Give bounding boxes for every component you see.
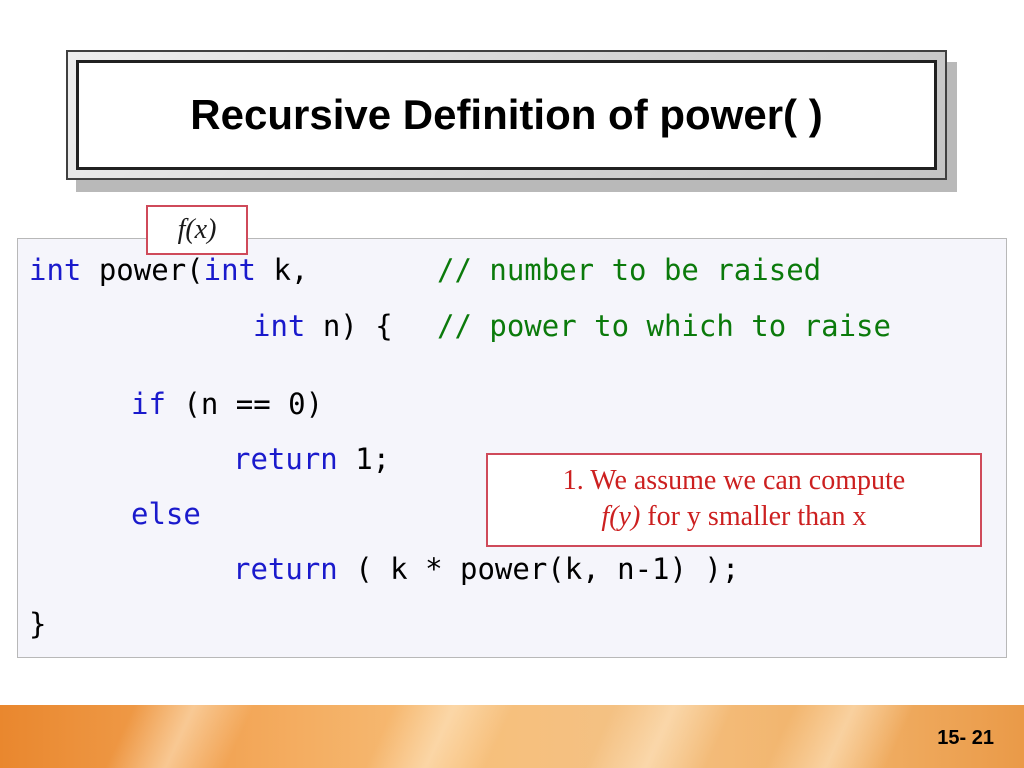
keyword: int bbox=[253, 309, 306, 343]
code-text: k, bbox=[256, 253, 309, 287]
title-inner: Recursive Definition of power( ) bbox=[76, 60, 937, 170]
code-text: ( k * power(k, n-1) ); bbox=[337, 552, 740, 586]
banner-streak bbox=[365, 705, 515, 768]
code-panel: int power(int k, // number to be raised … bbox=[17, 238, 1007, 658]
note-line-1: 1. We assume we can compute bbox=[562, 465, 906, 496]
keyword: int bbox=[29, 253, 82, 287]
banner-streak bbox=[585, 705, 735, 768]
slide-title: Recursive Definition of power( ) bbox=[190, 91, 823, 138]
keyword: return bbox=[233, 442, 338, 476]
note-rest: for y smaller than x bbox=[640, 501, 867, 532]
title-frame: Recursive Definition of power( ) bbox=[66, 50, 947, 180]
code-line-1: int power(int k, bbox=[29, 253, 308, 287]
fx-label: f(x) bbox=[146, 205, 248, 255]
banner-streak bbox=[105, 705, 255, 768]
code-line-4: return 1; bbox=[233, 442, 390, 476]
code-text: power( bbox=[81, 253, 204, 287]
code-comment-1: // number to be raised bbox=[437, 253, 822, 287]
keyword: if bbox=[131, 387, 166, 421]
code-line-5: else bbox=[131, 497, 201, 531]
code-text: (n == 0) bbox=[165, 387, 324, 421]
note-italic: f(y) bbox=[601, 501, 641, 532]
banner-streak bbox=[765, 705, 915, 768]
code-line-3: if (n == 0) bbox=[131, 387, 323, 421]
code-line-2: int n) { bbox=[253, 309, 393, 343]
keyword: int bbox=[203, 253, 256, 287]
page-number: 15- 21 bbox=[937, 727, 994, 749]
code-line-7: } bbox=[29, 607, 47, 641]
code-text: n) { bbox=[305, 309, 393, 343]
note-line-2: f(y) for y smaller than x bbox=[488, 499, 980, 535]
code-line-6: return ( k * power(k, n-1) ); bbox=[233, 552, 739, 586]
keyword: return bbox=[233, 552, 338, 586]
code-text: 1; bbox=[337, 442, 391, 476]
code-comment-2: // power to which to raise bbox=[437, 309, 891, 343]
note-box: 1. We assume we can compute f(y) for y s… bbox=[486, 453, 982, 547]
keyword: else bbox=[131, 497, 201, 531]
bottom-banner bbox=[0, 705, 1024, 768]
